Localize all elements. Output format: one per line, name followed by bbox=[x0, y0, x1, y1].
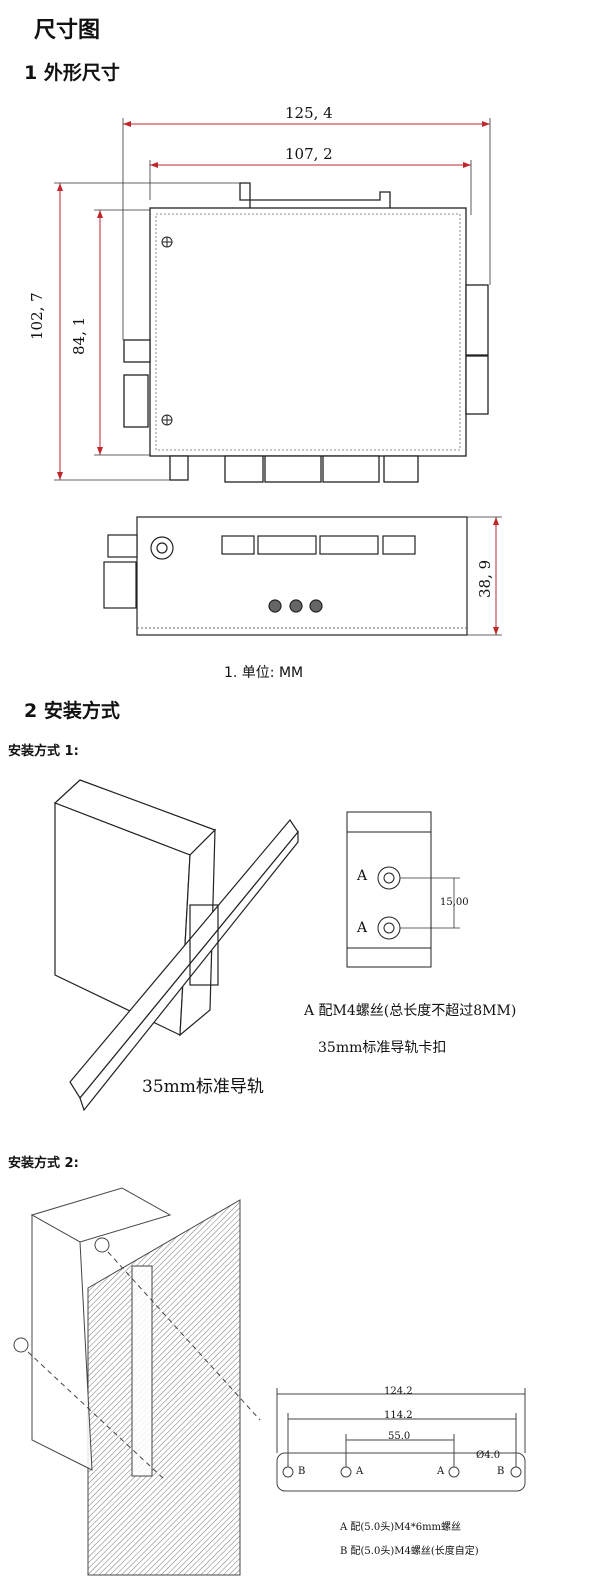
wall-mount-drawing bbox=[13, 1187, 526, 1576]
hole-spacing: 15,00 bbox=[440, 897, 469, 908]
dim-body-width: 107, 2 bbox=[285, 145, 333, 163]
unit-note: 1. 单位: MM bbox=[224, 665, 304, 681]
front-view-drawing bbox=[54, 118, 491, 483]
plate-hole-a-right: A bbox=[437, 1466, 445, 1477]
install-method-1-title: 安装方式 1: bbox=[8, 744, 79, 759]
rail-label: 35mm标准导轨 bbox=[142, 1077, 264, 1097]
screw-note-a: A 配(5.0头)M4*6mm螺丝 bbox=[340, 1522, 462, 1533]
dim-body-height: 84, 1 bbox=[70, 316, 88, 355]
clip-note: 35mm标准导轨卡扣 bbox=[318, 1040, 447, 1056]
hole-label-a-1: A bbox=[357, 868, 368, 884]
plate-dim-55: 55.0 bbox=[388, 1431, 411, 1442]
section-heading-install: 2 安装方式 bbox=[24, 700, 120, 722]
screw-note-b: B 配(5.0头)M4螺丝(长度自定) bbox=[340, 1546, 479, 1557]
plate-hole-dia: Ø4.0 bbox=[476, 1450, 501, 1461]
din-rail-mount-drawing bbox=[53, 779, 460, 1112]
plate-hole-a-left: A bbox=[356, 1466, 364, 1477]
section-heading-dimensions: 1 外形尺寸 bbox=[24, 62, 120, 84]
plate-hole-b-left: B bbox=[298, 1466, 306, 1477]
hole-label-a-2: A bbox=[357, 920, 368, 936]
dim-depth: 38, 9 bbox=[476, 559, 494, 598]
plate-hole-b-right: B bbox=[497, 1466, 505, 1477]
plate-dim-114: 114.2 bbox=[384, 1410, 413, 1421]
dim-overall-height: 102, 7 bbox=[28, 292, 46, 340]
screw-note: A 配M4螺丝(总长度不超过8MM) bbox=[304, 1003, 517, 1019]
install-method-2-title: 安装方式 2: bbox=[8, 1156, 79, 1171]
plate-dim-124: 124.2 bbox=[384, 1386, 413, 1397]
dim-overall-width: 125, 4 bbox=[285, 104, 333, 122]
top-view-drawing bbox=[103, 516, 502, 636]
page-title: 尺寸图 bbox=[34, 18, 101, 43]
